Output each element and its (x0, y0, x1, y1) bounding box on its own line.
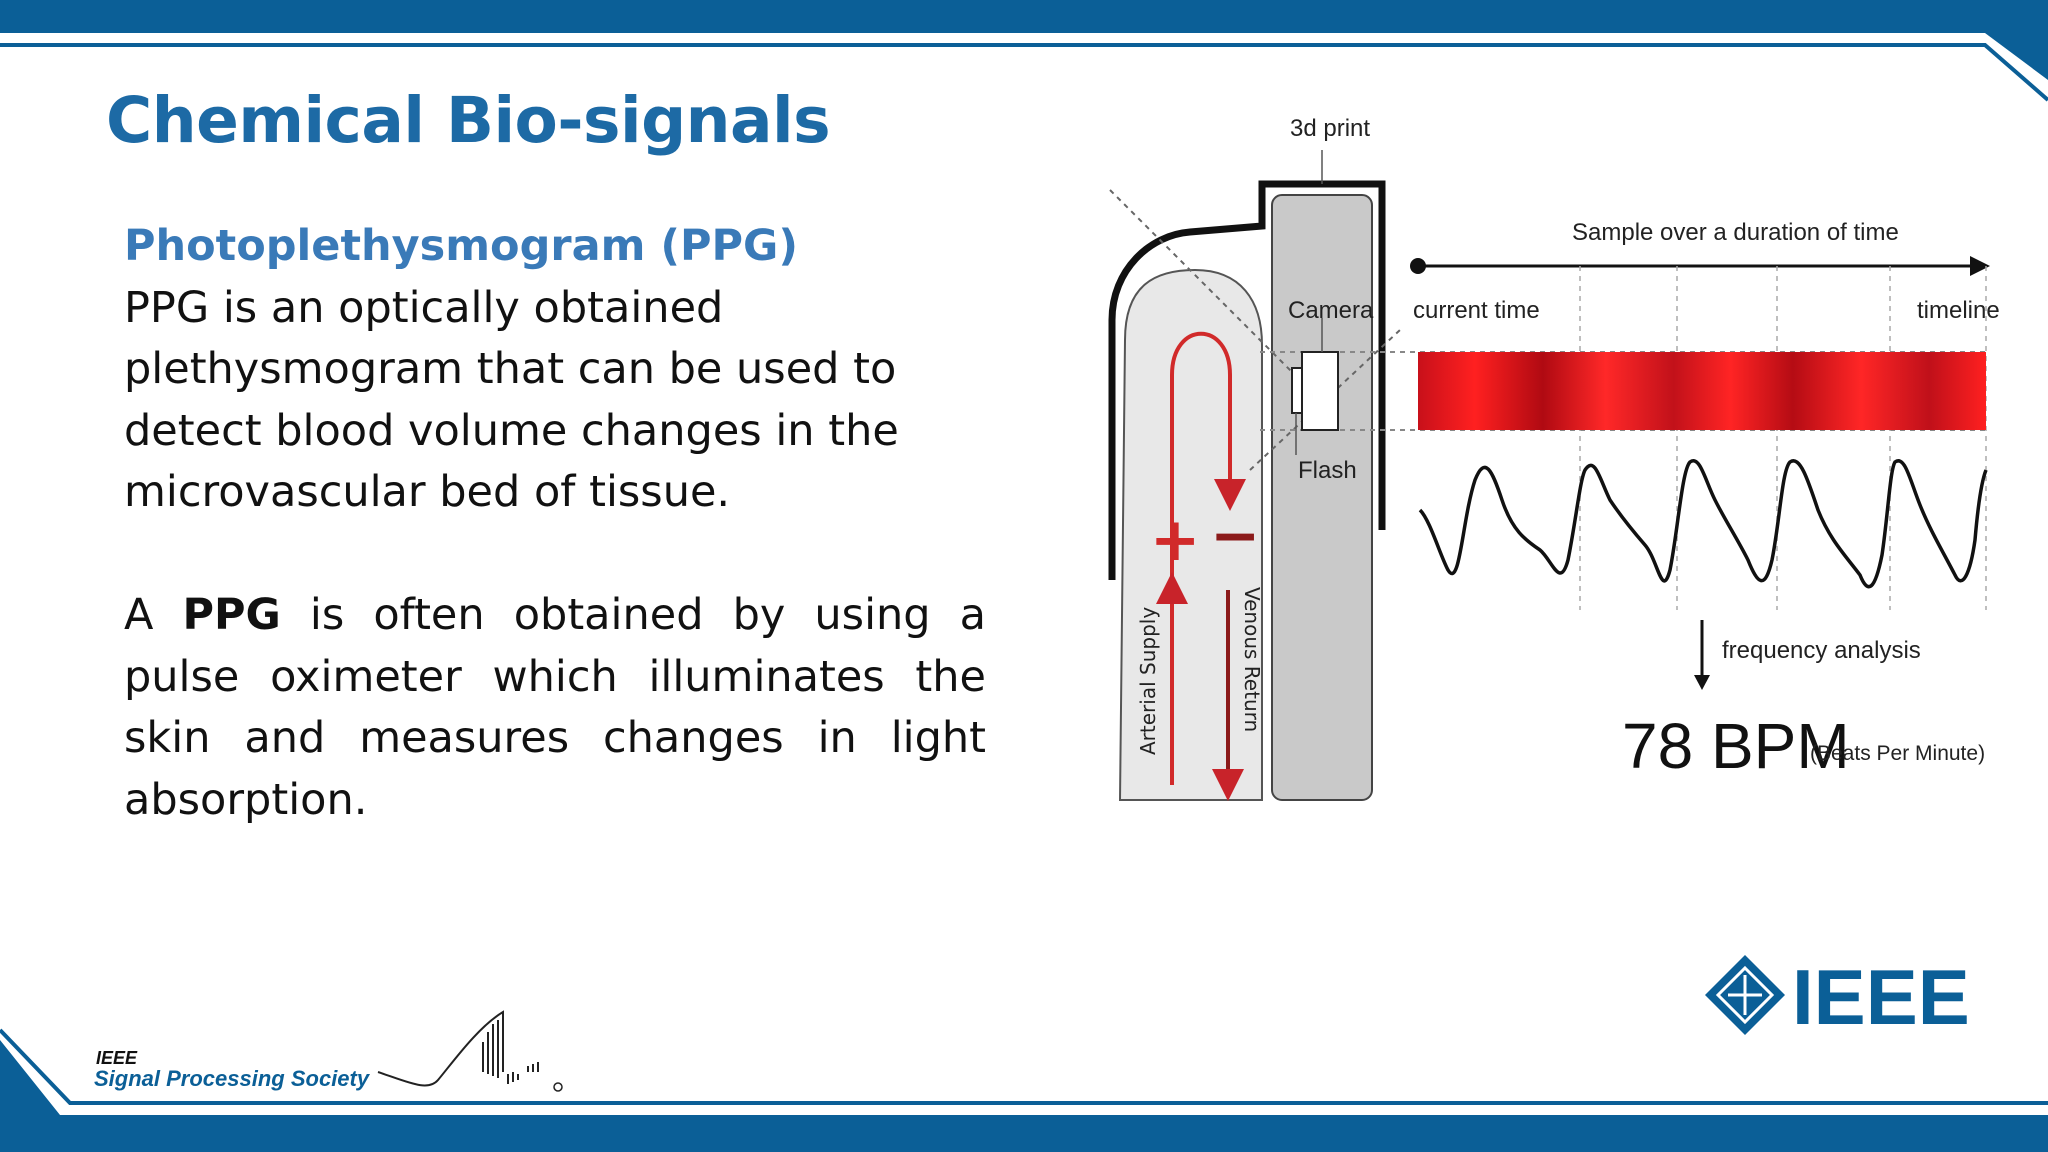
minus-sign: − (1210, 501, 1260, 571)
top-bar (0, 0, 2048, 80)
ppg-waveform (1418, 459, 1988, 589)
bpm-value: 78 BPM (1622, 710, 1850, 782)
dashed-diagonal (1109, 189, 1331, 411)
venous-label: Venous Return (1240, 587, 1264, 732)
ppg-method-prefix: A (124, 590, 183, 640)
sps-bars-icon (482, 1020, 539, 1084)
timeline-arrowhead (1970, 256, 1990, 276)
ppg-method: A PPG is often obtained by using a pulse… (124, 585, 986, 831)
3d-print-case (1108, 180, 1386, 580)
frequency-label: frequency analysis (1722, 637, 1921, 664)
ppg-bold: PPG (182, 590, 281, 640)
blood-flow-arrow (1170, 331, 1246, 585)
flash-module (1291, 367, 1303, 414)
sps-ieee-text: IEEE (96, 1048, 138, 1068)
ieee-logo: IEEE (1705, 953, 1970, 1041)
phone-body (1271, 194, 1373, 801)
time-guides (1579, 266, 1987, 610)
subtitle: Photoplethysmogram (PPG) (124, 221, 798, 271)
bottom-bar-rule (0, 1028, 2048, 1105)
bpm-note: (Beats Per Minute) (1810, 742, 1985, 765)
current-time-label: current time (1413, 297, 1540, 324)
spacer (124, 524, 986, 586)
3d-print-label: 3d print (1290, 115, 1370, 142)
body-text: Photoplethysmogram (PPG) PPG is an optic… (124, 216, 986, 831)
sps-registered-mark (553, 1082, 563, 1092)
sps-waveform-icon (377, 1010, 504, 1087)
flash-label: Flash (1298, 457, 1357, 484)
plus-sign: + (1150, 505, 1200, 575)
red-light-band (1418, 352, 1986, 430)
camera-label: Camera (1288, 297, 1374, 324)
camera-module (1301, 351, 1339, 431)
sample-duration-label: Sample over a duration of time (1572, 219, 1899, 246)
sps-society-text: Signal Processing Society (94, 1066, 371, 1091)
ieee-diamond-inner (1715, 965, 1775, 1025)
bottom-bar (0, 1040, 2048, 1152)
ppg-definition: PPG is an optically obtained plethysmogr… (124, 282, 899, 518)
frequency-arrowhead (1694, 675, 1710, 690)
sps-logo: IEEE Signal Processing Society (94, 1010, 563, 1092)
slide-title: Chemical Bio-signals (106, 84, 831, 157)
ppg-diagram: + − Arterial Supply Venous Return 3d pri… (1108, 115, 2000, 801)
ieee-wordmark: IEEE (1792, 953, 1970, 1041)
top-bar-rule (0, 43, 2048, 102)
arterial-label: Arterial Supply (1136, 607, 1160, 755)
timeline-label: timeline (1917, 297, 2000, 324)
ppg-method-suffix: is often obtained by using a pulse oxime… (124, 590, 986, 825)
